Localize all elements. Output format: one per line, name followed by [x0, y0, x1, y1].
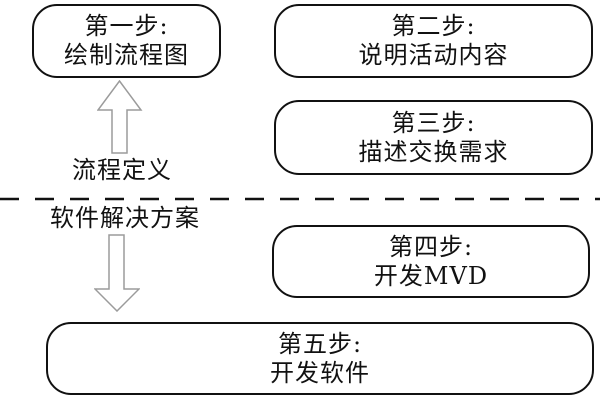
step-box-2: 第二步: 说明活动内容 — [274, 4, 593, 78]
zone-label-software-solution: 软件解决方案 — [50, 204, 200, 232]
step-5-desc: 开发软件 — [270, 358, 370, 387]
step-box-5: 第五步: 开发软件 — [46, 322, 594, 395]
step-box-3: 第三步: 描述交换需求 — [274, 100, 593, 175]
step-4-title: 第四步: — [388, 232, 474, 261]
step-3-desc: 描述交换需求 — [358, 137, 509, 166]
step-5-title: 第五步: — [277, 329, 363, 358]
down-arrow-icon — [94, 234, 140, 312]
step-1-desc: 绘制流程图 — [64, 41, 189, 69]
up-arrow-icon — [97, 80, 143, 154]
step-2-desc: 说明活动内容 — [358, 41, 509, 69]
step-box-1: 第一步: 绘制流程图 — [32, 4, 221, 78]
dashed-divider — [0, 197, 600, 201]
step-box-4: 第四步: 开发MVD — [272, 225, 590, 298]
zone-label-process-definition: 流程定义 — [72, 156, 172, 184]
step-3-title: 第三步: — [391, 108, 476, 137]
step-1-title: 第一步: — [84, 12, 169, 40]
step-4-desc: 开发MVD — [373, 261, 489, 290]
step-2-title: 第二步: — [391, 12, 476, 40]
